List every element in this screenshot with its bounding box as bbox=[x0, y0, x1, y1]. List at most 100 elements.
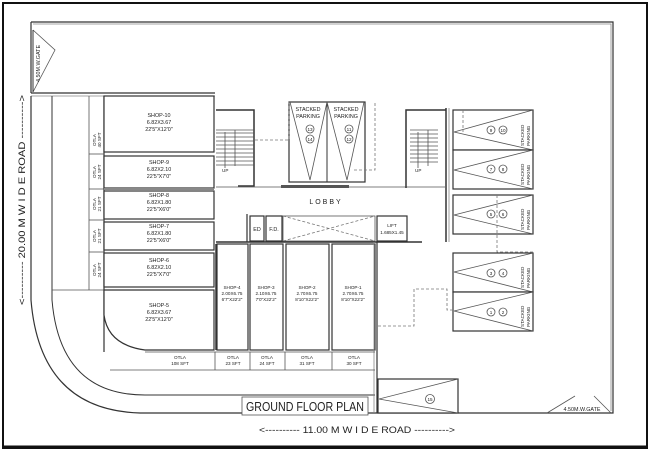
svg-text:STACKED: STACKED bbox=[520, 163, 525, 185]
svg-text:SHOP-6: SHOP-6 bbox=[149, 258, 169, 264]
shop-8[interactable]: SHOP-8 6.82X1.80 22'5"X6'0" bbox=[103, 190, 215, 220]
electric-duct: ED bbox=[249, 215, 265, 242]
svg-text:8'10"X22'2": 8'10"X22'2" bbox=[341, 297, 365, 302]
svg-text:22'5"X7'0": 22'5"X7'0" bbox=[147, 272, 172, 278]
road-label-left: <---------- 20.00 M W I D E ROAD -------… bbox=[17, 95, 27, 305]
svg-text:SHOP-1: SHOP-1 bbox=[344, 285, 362, 290]
svg-text:108 SFT: 108 SFT bbox=[171, 361, 189, 366]
svg-text:6.82X1.80: 6.82X1.80 bbox=[147, 231, 172, 237]
svg-text:22'5"X6'0": 22'5"X6'0" bbox=[147, 238, 172, 244]
svg-text:SHOP-9: SHOP-9 bbox=[149, 160, 169, 166]
svg-text:PARKING: PARKING bbox=[526, 209, 531, 230]
svg-text:2.70X6.75: 2.70X6.75 bbox=[297, 291, 318, 296]
svg-text:3: 3 bbox=[490, 271, 493, 276]
svg-text:21 SFT: 21 SFT bbox=[97, 196, 102, 211]
svg-text:6.82X2.10: 6.82X2.10 bbox=[147, 265, 172, 271]
svg-text:2: 2 bbox=[502, 310, 505, 315]
stacked-parking-5-6[interactable]: 5 6 STACKED PARKING bbox=[452, 194, 534, 235]
svg-text:SHOP-3: SHOP-3 bbox=[257, 285, 275, 290]
svg-text:STACKED: STACKED bbox=[520, 208, 525, 230]
otla-bottom-2: OTLA 24 SFT bbox=[259, 355, 274, 366]
svg-text:21 SFT: 21 SFT bbox=[97, 228, 102, 243]
stair-right[interactable]: UP bbox=[405, 109, 446, 188]
road-label-bottom: <---------- 11.00 M W I D E ROAD -------… bbox=[259, 425, 455, 435]
svg-text:PARKING: PARKING bbox=[526, 267, 531, 288]
svg-text:6.82X2.10: 6.82X2.10 bbox=[147, 167, 172, 173]
otla-left-2: OTLA 21 SFT bbox=[92, 196, 102, 211]
svg-text:SHOP-5: SHOP-5 bbox=[149, 303, 169, 309]
svg-text:8: 8 bbox=[502, 167, 505, 172]
svg-text:OTLA: OTLA bbox=[261, 355, 274, 360]
stacked-parking-center[interactable]: STACKED PARKING STACKED PARKING 13 14 11… bbox=[288, 101, 366, 183]
svg-text:SHOP-8: SHOP-8 bbox=[149, 193, 169, 199]
otla-left-1: OTLA 24 SFT bbox=[92, 164, 102, 179]
stacked-parking-3-4[interactable]: 3 4 STACKED PARKING bbox=[452, 252, 534, 293]
lift[interactable]: LIFT 1.685X1.45 bbox=[376, 215, 408, 242]
otla-bottom-0: OTLA 108 SFT bbox=[171, 355, 189, 366]
gate-bottom-right[interactable]: 4.50M.W.GATE bbox=[546, 395, 612, 414]
svg-text:OTLA: OTLA bbox=[92, 133, 97, 146]
shop-7[interactable]: SHOP-7 6.82X1.80 22'5"X6'0" bbox=[103, 221, 215, 251]
svg-text:SHOP-7: SHOP-7 bbox=[149, 224, 169, 230]
svg-text:OTLA: OTLA bbox=[227, 355, 240, 360]
stacked-parking-7-8[interactable]: 7 8 STACKED PARKING bbox=[452, 149, 534, 190]
svg-text:SHOP-10: SHOP-10 bbox=[147, 113, 170, 119]
svg-text:ED: ED bbox=[253, 227, 261, 233]
parking-slot-15[interactable]: 15 bbox=[377, 378, 459, 414]
svg-text:OTLA: OTLA bbox=[348, 355, 361, 360]
svg-text:31 SFT: 31 SFT bbox=[299, 361, 314, 366]
svg-text:24 SFT: 24 SFT bbox=[97, 164, 102, 179]
svg-text:OTLA: OTLA bbox=[174, 355, 187, 360]
svg-text:OTLA: OTLA bbox=[92, 165, 97, 178]
svg-text:9: 9 bbox=[490, 128, 493, 133]
otla-bottom-3: OTLA 31 SFT bbox=[299, 355, 314, 366]
svg-text:6'7"X22'2": 6'7"X22'2" bbox=[222, 297, 243, 302]
svg-text:PARKING: PARKING bbox=[334, 114, 358, 120]
svg-text:2.70X6.75: 2.70X6.75 bbox=[343, 291, 364, 296]
svg-text:LIFT: LIFT bbox=[387, 223, 397, 228]
svg-text:6.82X1.80: 6.82X1.80 bbox=[147, 200, 172, 206]
svg-text:10: 10 bbox=[500, 128, 506, 133]
svg-text:40 SFT: 40 SFT bbox=[97, 132, 102, 147]
stair-left[interactable]: UP bbox=[216, 109, 255, 187]
svg-text:STACKED: STACKED bbox=[520, 305, 525, 327]
svg-text:PARKING: PARKING bbox=[526, 306, 531, 327]
svg-text:22'5"X12'0": 22'5"X12'0" bbox=[145, 127, 173, 133]
otla-left-3: OTLA 21 SFT bbox=[92, 228, 102, 243]
gate-label: 4.50M.W.GATE bbox=[36, 45, 42, 82]
svg-text:24 SFT: 24 SFT bbox=[97, 262, 102, 277]
shop-10[interactable]: SHOP-10 6.82X3.67 22'5"X12'0" bbox=[103, 95, 215, 153]
svg-text:15: 15 bbox=[427, 397, 433, 402]
stacked-parking-1-2[interactable]: 1 2 STACKED PARKING bbox=[452, 291, 534, 332]
plot-boundary bbox=[30, 21, 614, 414]
svg-text:GROUND FLOOR PLAN: GROUND FLOOR PLAN bbox=[246, 400, 364, 414]
shop-2[interactable]: SHOP-2 2.70X6.75 8'10"X22'2" bbox=[285, 243, 330, 351]
void-cutout bbox=[282, 215, 376, 242]
otla-bottom-1: OTLA 23 SFT bbox=[225, 355, 240, 366]
gate-label: 4.50M.W.GATE bbox=[563, 407, 600, 413]
parking-slot-11: 11 bbox=[347, 127, 352, 132]
svg-text:OTLA: OTLA bbox=[92, 229, 97, 242]
svg-text:F.D.: F.D. bbox=[269, 227, 279, 233]
svg-text:7: 7 bbox=[490, 167, 493, 172]
svg-text:UP: UP bbox=[415, 168, 421, 173]
shop-5[interactable]: SHOP-5 6.82X3.67 22'5"X12'0" bbox=[103, 289, 215, 351]
svg-text:6.82X3.67: 6.82X3.67 bbox=[147, 310, 172, 316]
svg-text:STACKED: STACKED bbox=[520, 124, 525, 146]
parking-slot-12: 12 bbox=[346, 137, 352, 142]
stacked-parking-9-10[interactable]: 9 10 STACKED PARKING bbox=[452, 109, 534, 151]
gate-top-left[interactable]: 4.50M.W.GATE bbox=[32, 29, 56, 93]
svg-text:OTLA: OTLA bbox=[92, 197, 97, 210]
otla-left-4: OTLA 24 SFT bbox=[92, 262, 102, 277]
otla-left-0: OTLA 40 SFT bbox=[92, 132, 102, 147]
svg-text:OTLA: OTLA bbox=[92, 263, 97, 276]
svg-text:PARKING: PARKING bbox=[526, 125, 531, 146]
shop-6[interactable]: SHOP-6 6.82X2.10 22'5"X7'0" bbox=[103, 252, 215, 288]
shop-4[interactable]: SHOP-4 2.00X6.75 6'7"X22'2" bbox=[216, 243, 249, 351]
svg-text:SHOP-2: SHOP-2 bbox=[298, 285, 316, 290]
shop-9[interactable]: SHOP-9 6.82X2.10 22'5"X7'0" bbox=[103, 155, 215, 189]
svg-text:STACKED: STACKED bbox=[520, 266, 525, 288]
shop-1[interactable]: SHOP-1 2.70X6.75 8'10"X22'2" bbox=[331, 243, 376, 351]
shop-3[interactable]: SHOP-3 2.10X6.75 7'0"X22'2" bbox=[249, 243, 284, 351]
